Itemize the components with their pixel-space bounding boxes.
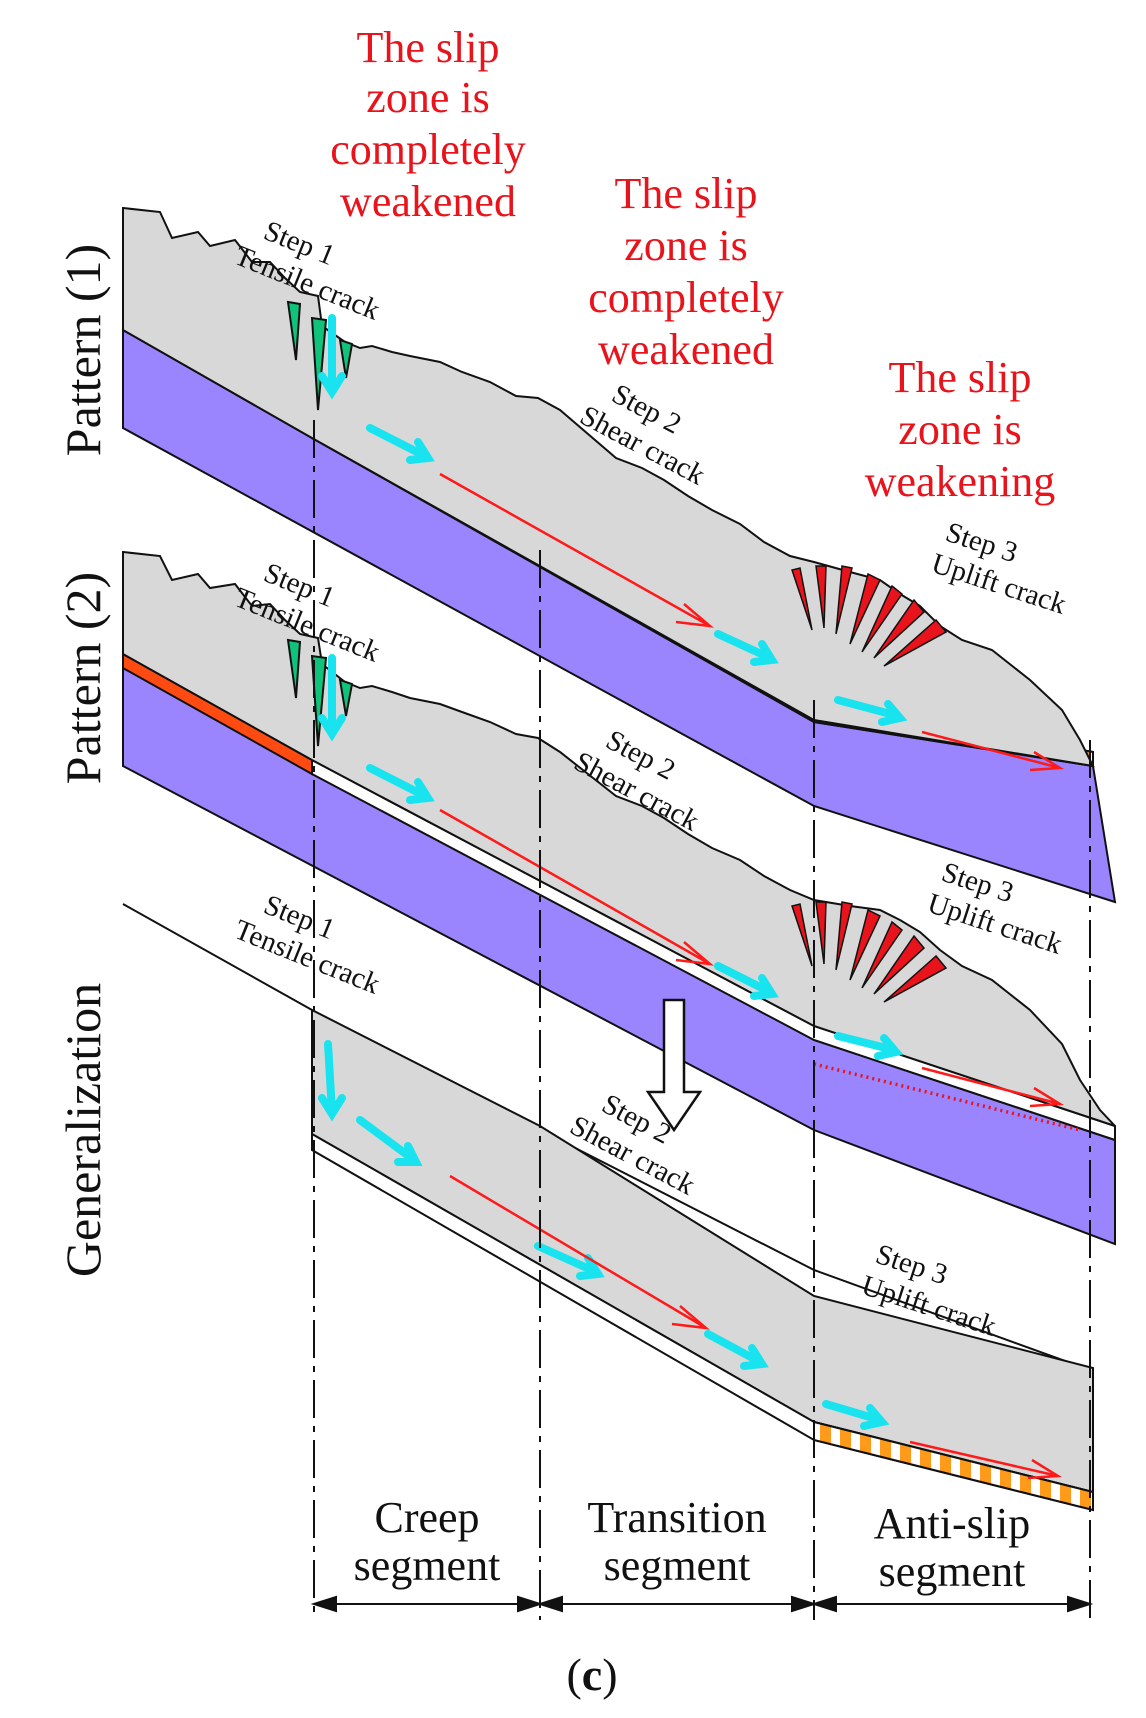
g-slip-arrows [449,1174,1062,1480]
p1-step3-label: Step 3 Uplift crack [928,516,1071,621]
segment-label-antislip: Anti-slip segment [874,1499,1030,1596]
svg-text:Anti-slip: Anti-slip [874,1499,1030,1548]
svg-text:completely: completely [330,125,526,174]
p1-slide-mass [122,206,1095,768]
segment-dividers [313,420,1091,1620]
generalization-label: Generalization [55,983,111,1277]
caption-close-paren: ) [602,1649,617,1700]
svg-text:The slip: The slip [615,169,758,218]
segment-label-creep: Creep segment [354,1493,501,1590]
svg-text:segment: segment [879,1547,1026,1596]
svg-text:zone is: zone is [624,221,747,270]
svg-text:The slip: The slip [889,353,1032,402]
p2-slide-mass [122,550,1116,1127]
pattern-2-section [122,550,1116,1246]
generalization-section [122,903,1094,1512]
p2-tensile-cracks [286,638,354,747]
p2-dotted-slip-surface [813,1062,1081,1132]
caption-open-paren: ( [566,1649,581,1700]
svg-text:The slip: The slip [357,23,500,72]
p1-slip-arrows [439,472,1064,772]
segment-label-transition: Transition segment [587,1493,766,1590]
svg-text:weakened: weakened [598,325,774,374]
svg-text:completely: completely [588,273,784,322]
svg-text:segment: segment [354,1541,501,1590]
pattern-1-label: Pattern (1) [55,244,111,456]
p1-motion-arrows [318,314,908,726]
svg-text:zone is: zone is [898,405,1021,454]
p2-uplift-fan [791,901,948,1003]
svg-text:weakened: weakened [340,177,516,226]
svg-text:zone is: zone is [366,73,489,122]
annotation-note-3: The slip zone is weakening [865,353,1056,506]
segment-dimension-line [310,1595,1094,1613]
caption-letter: c [582,1649,602,1700]
figure-caption: (c) [566,1649,617,1700]
annotation-note-1: The slip zone is completely weakened [330,23,526,226]
annotation-note-2: The slip zone is completely weakened [588,169,784,374]
svg-text:Creep: Creep [374,1493,479,1542]
pattern-1-section [122,206,1117,904]
p2-slip-arrows [439,808,1064,1108]
p2-motion-arrows [318,654,904,1060]
svg-text:Transition: Transition [587,1493,766,1542]
p1-tensile-cracks [286,300,354,411]
g-motion-arrows [318,1040,890,1430]
pattern-2-label: Pattern (2) [55,572,111,784]
p1-uplift-fan [791,565,948,667]
derive-arrow [645,998,703,1133]
svg-text:segment: segment [604,1541,751,1590]
svg-text:weakening: weakening [865,457,1056,506]
